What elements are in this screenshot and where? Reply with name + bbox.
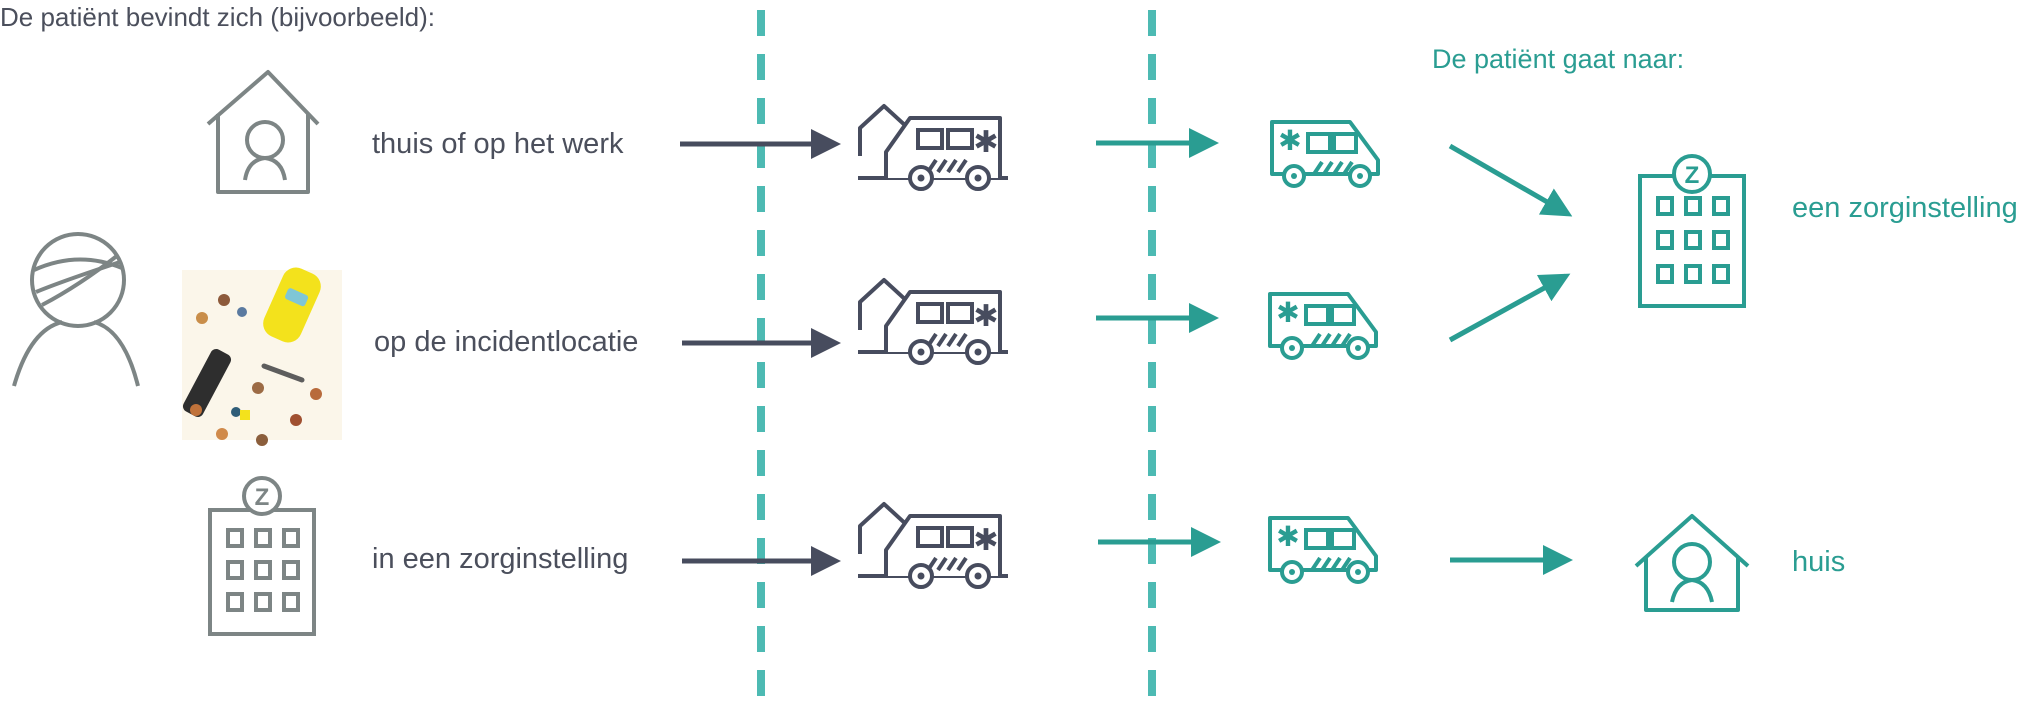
- incident-scene-image: [181, 263, 342, 446]
- hospital-icon: Z: [210, 478, 314, 634]
- location-label-care-facility: in een zorginstelling: [372, 543, 628, 576]
- origin-heading: De patiënt bevindt zich (bijvoorbeeld):: [0, 2, 435, 33]
- arrow-destination-2: [1450, 276, 1566, 340]
- ambulance-arrival-icon: [858, 504, 1008, 587]
- destination-label-home: huis: [1792, 546, 1845, 579]
- destination-label-care-facility: een zorginstelling: [1792, 192, 2018, 225]
- arrow-destination-1: [1450, 146, 1568, 214]
- destination-heading: De patiënt gaat naar:: [1432, 44, 1684, 75]
- hospital-icon: Z: [1640, 156, 1744, 306]
- patient-bandaged-icon: [14, 234, 138, 386]
- house-person-icon: [208, 72, 318, 192]
- house-person-icon: [1636, 516, 1748, 610]
- ambulance-departure-icon: [1272, 122, 1378, 186]
- ambulance-arrival-icon: [858, 280, 1008, 363]
- ambulance-departure-icon: [1270, 518, 1376, 582]
- svg-text:Z: Z: [1685, 162, 1700, 189]
- location-label-home-work: thuis of op het werk: [372, 128, 623, 161]
- svg-text:Z: Z: [255, 484, 270, 511]
- ambulance-arrival-icon: [858, 106, 1008, 189]
- ambulance-departure-icon: [1270, 294, 1376, 358]
- location-label-incident: op de incidentlocatie: [374, 326, 638, 359]
